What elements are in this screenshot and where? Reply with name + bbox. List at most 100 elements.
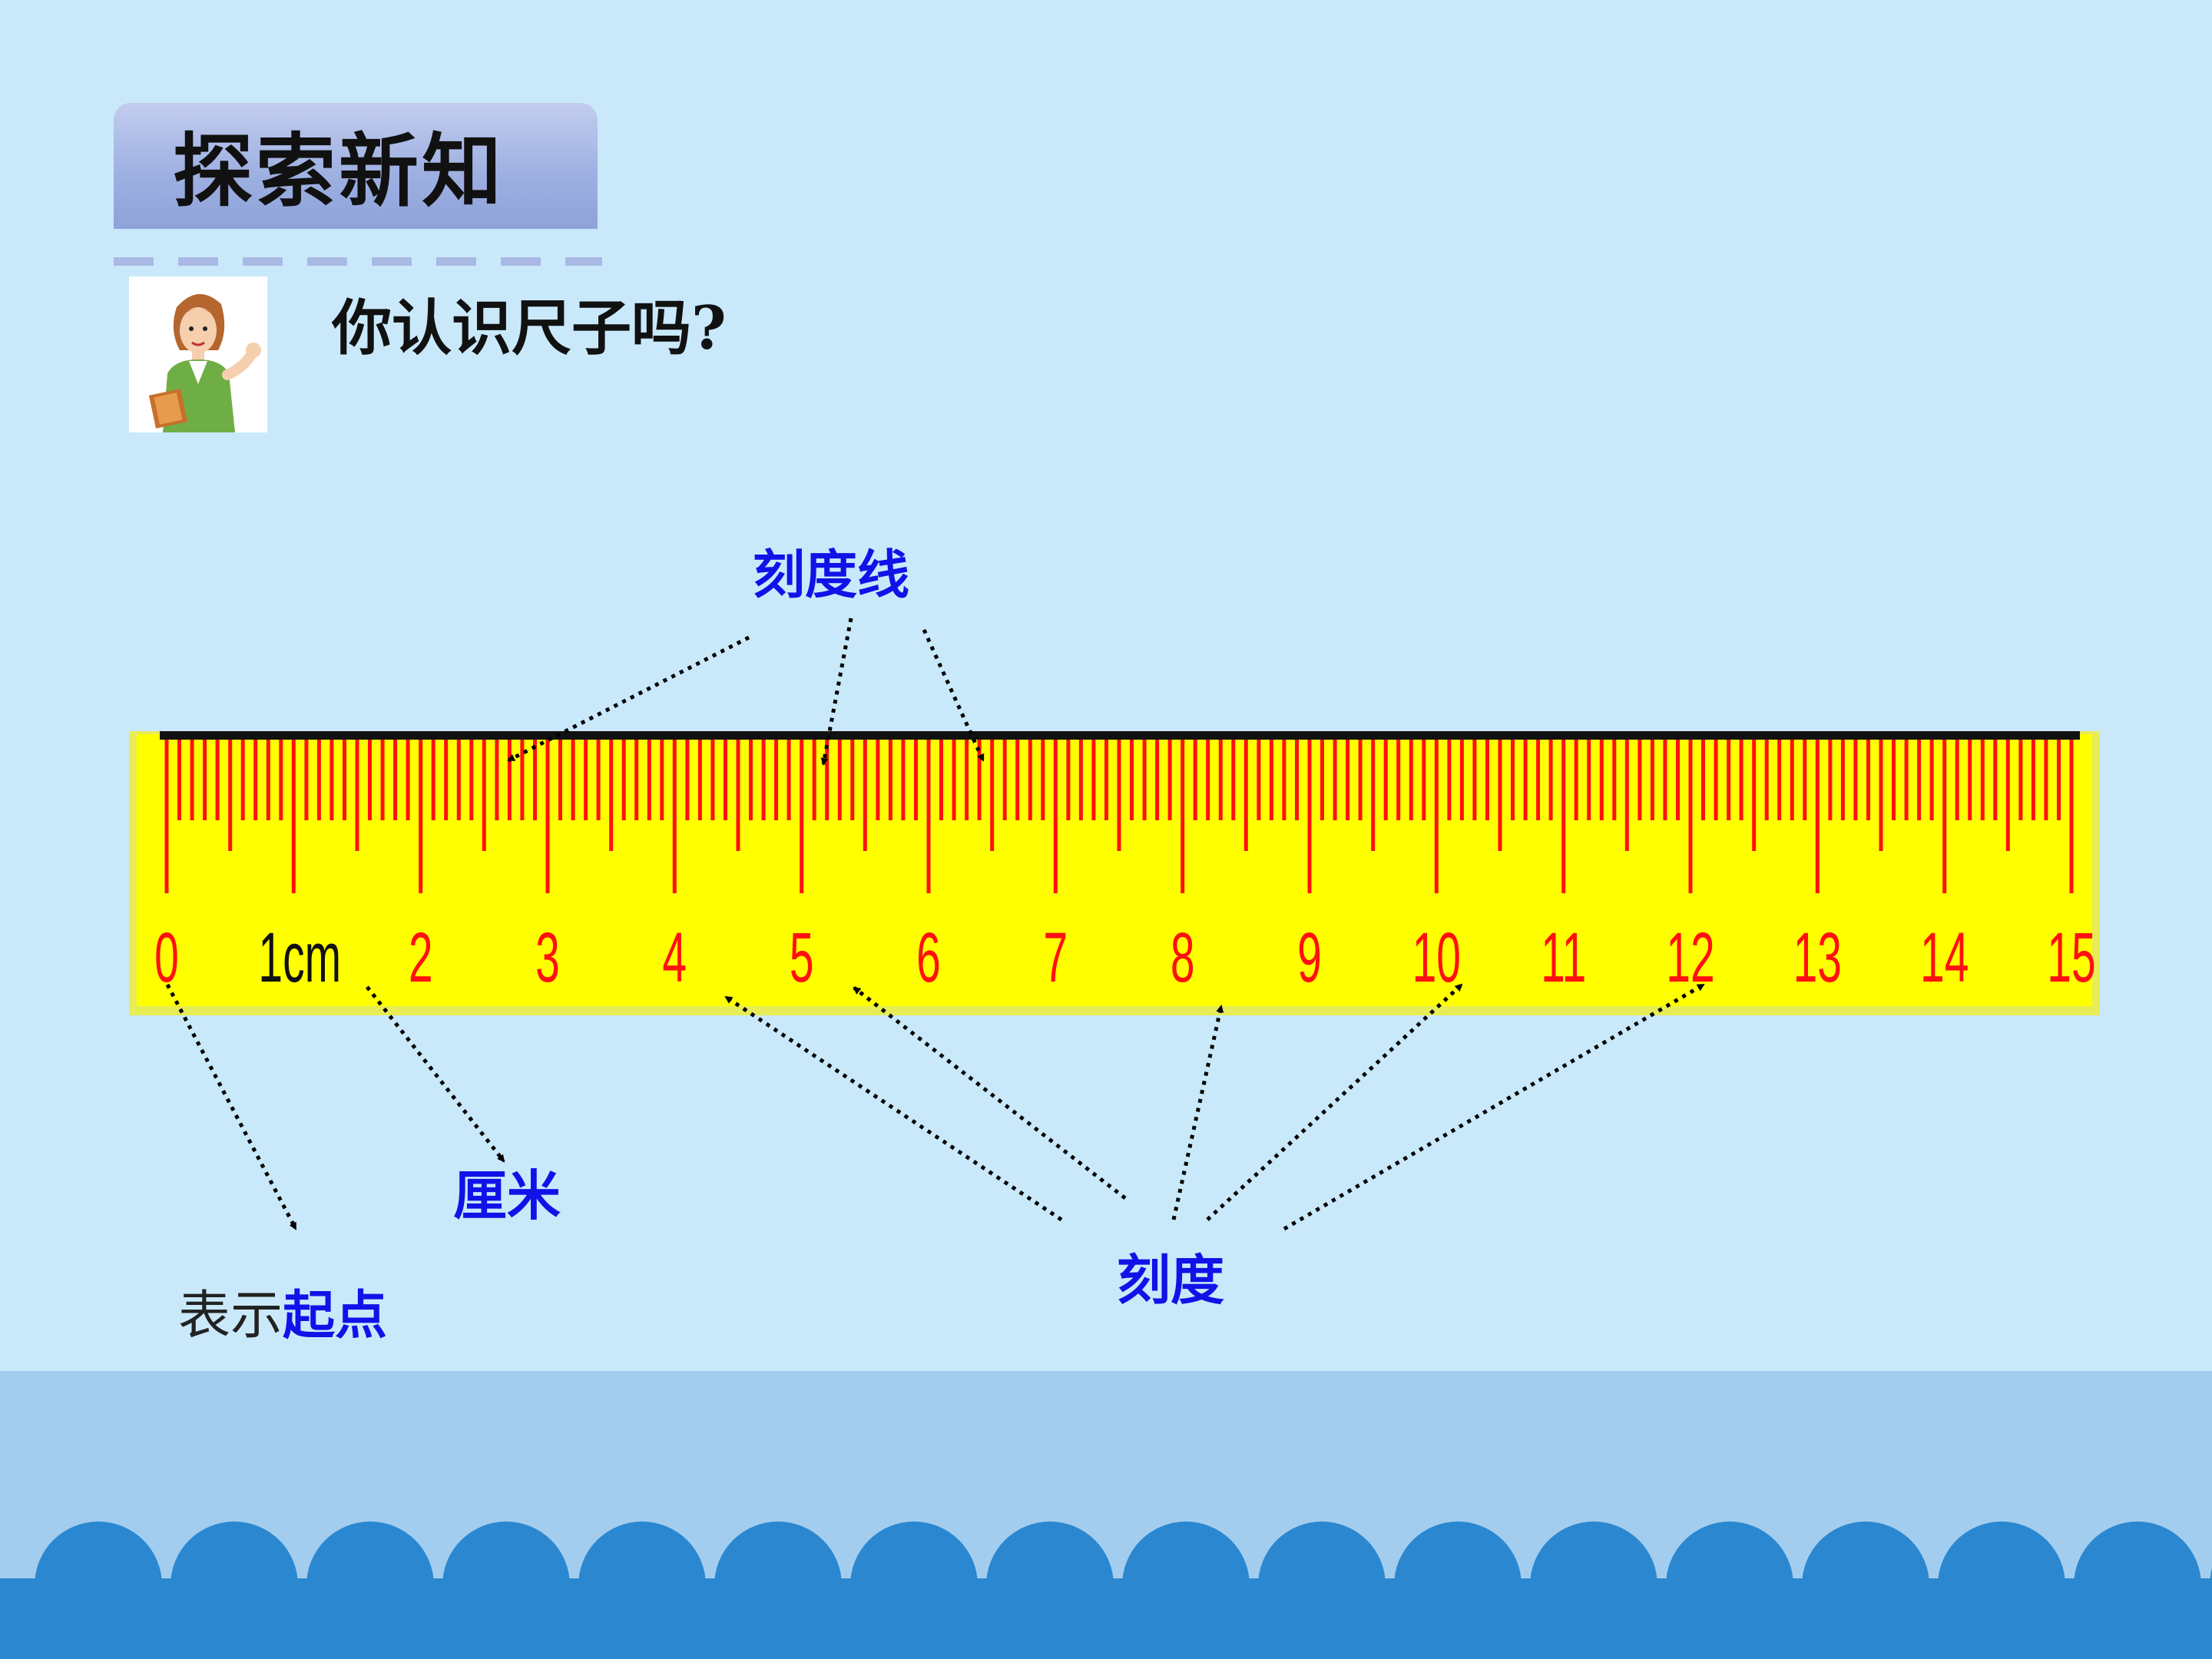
ruler-minor-tick — [406, 740, 410, 820]
ruler-minor-tick — [431, 740, 435, 820]
wave-bump — [1462, 1586, 1590, 1659]
ruler-minor-tick — [634, 740, 639, 820]
ruler-major-tick — [800, 740, 804, 893]
start-prefix: 表示 — [178, 1286, 283, 1346]
ruler-minor-tick — [1155, 740, 1160, 820]
wave-bump — [2006, 1586, 2134, 1659]
ruler-minor-tick — [1879, 740, 1883, 851]
ruler-minor-tick — [774, 740, 779, 820]
ruler-major-tick — [1053, 740, 1058, 893]
wave-bump — [1055, 1586, 1182, 1659]
ruler-number: 13 — [1793, 919, 1842, 997]
ruler-minor-tick — [914, 740, 918, 820]
ruler-minor-tick — [266, 740, 270, 820]
ruler-number: 6 — [916, 919, 941, 997]
ruler-minor-tick — [1929, 740, 1934, 820]
ruler-minor-tick — [177, 740, 181, 820]
ruler-minor-tick — [1968, 740, 1972, 820]
ruler-minor-tick — [1041, 740, 1045, 820]
ruler-minor-tick — [1752, 740, 1757, 851]
wave-bump — [1326, 1586, 1454, 1659]
ruler-major-tick — [926, 740, 931, 893]
ruler-minor-tick — [469, 740, 474, 820]
ruler-major-tick — [1434, 740, 1439, 893]
ruler-minor-tick — [939, 740, 943, 820]
ruler-minor-tick — [1624, 740, 1629, 851]
ruler-number: 2 — [409, 919, 433, 997]
ruler-number: 12 — [1666, 919, 1714, 997]
ruler-number: 0 — [154, 919, 179, 997]
ruler-minor-tick — [520, 740, 525, 820]
annotation-arrow — [1206, 983, 1463, 1221]
ruler-minor-tick — [240, 740, 245, 820]
ruler-minor-tick — [1917, 740, 1922, 820]
ruler-major-tick — [164, 740, 169, 893]
ruler-minor-tick — [1574, 740, 1578, 820]
ruler-minor-tick — [456, 740, 461, 820]
ruler-minor-tick — [1523, 740, 1528, 820]
ruler-minor-tick — [1676, 740, 1680, 820]
ruler-minor-tick — [1231, 740, 1236, 820]
ruler-minor-tick — [304, 740, 309, 820]
ruler-minor-tick — [1028, 740, 1032, 820]
ruler-minor-tick — [1409, 740, 1413, 820]
ruler-minor-tick — [1422, 740, 1426, 820]
ruler-number: 11 — [1541, 919, 1586, 997]
ruler-minor-tick — [1091, 740, 1096, 820]
ruler-minor-tick — [482, 740, 486, 851]
ruler-minor-tick — [724, 740, 727, 820]
dashed-divider — [114, 257, 602, 266]
ruler-top-edge — [160, 731, 2080, 740]
ruler-minor-tick — [355, 740, 359, 851]
ruler-minor-tick — [1790, 740, 1794, 820]
ruler-major-tick — [2069, 740, 2074, 893]
ruler-minor-tick — [952, 740, 956, 820]
ruler-minor-tick — [2018, 740, 2023, 820]
ruler-minor-tick — [2044, 740, 2048, 820]
ruler-minor-tick — [1193, 740, 1197, 820]
ruler-minor-tick — [1764, 740, 1769, 820]
ruler-minor-tick — [1587, 740, 1591, 820]
ruler-minor-tick — [1536, 740, 1541, 820]
ruler-minor-tick — [329, 740, 334, 820]
ruler-minor-tick — [977, 740, 982, 820]
wave-bump — [1190, 1586, 1318, 1659]
ruler-minor-tick — [697, 740, 702, 820]
question-text: 你认识尺子吗? — [332, 293, 727, 363]
ruler-minor-tick — [596, 740, 601, 820]
ruler-minor-tick — [1320, 740, 1324, 820]
ruler-minor-tick — [1701, 740, 1705, 820]
ruler-minor-tick — [1167, 740, 1172, 820]
ruler-minor-tick — [901, 740, 906, 820]
ruler-minor-tick — [825, 740, 830, 820]
ruler-minor-tick — [710, 740, 715, 820]
ruler-minor-tick — [850, 740, 855, 820]
ruler-minor-tick — [1206, 740, 1210, 820]
ruler-minor-tick — [380, 740, 385, 820]
start-point-label: 表示起点 — [178, 1287, 387, 1346]
ruler-minor-tick — [1358, 740, 1363, 820]
wave-bump — [919, 1586, 1046, 1659]
wave-bump — [239, 1586, 366, 1659]
ruler-minor-tick — [1117, 740, 1121, 851]
ruler-major-tick — [545, 740, 550, 893]
annotation-arrow — [165, 983, 298, 1230]
ruler-minor-tick — [203, 740, 207, 820]
ruler-minor-tick — [685, 740, 690, 820]
ruler-minor-tick — [888, 740, 892, 820]
ruler-number: 8 — [1171, 919, 1195, 997]
annotation-arrow — [1171, 1005, 1224, 1220]
ruler-minor-tick — [1955, 740, 1959, 820]
ruler-minor-tick — [393, 740, 398, 820]
ruler-minor-tick — [1511, 740, 1515, 820]
ruler-minor-tick — [749, 740, 753, 820]
ruler-number: 9 — [1297, 919, 1322, 997]
ruler-minor-tick — [584, 740, 588, 820]
annotation-arrow — [853, 986, 1127, 1200]
ruler-minor-tick — [1485, 740, 1489, 820]
ruler-minor-tick — [1637, 740, 1642, 820]
wave-bump — [511, 1586, 638, 1659]
ruler-minor-tick — [190, 740, 194, 820]
